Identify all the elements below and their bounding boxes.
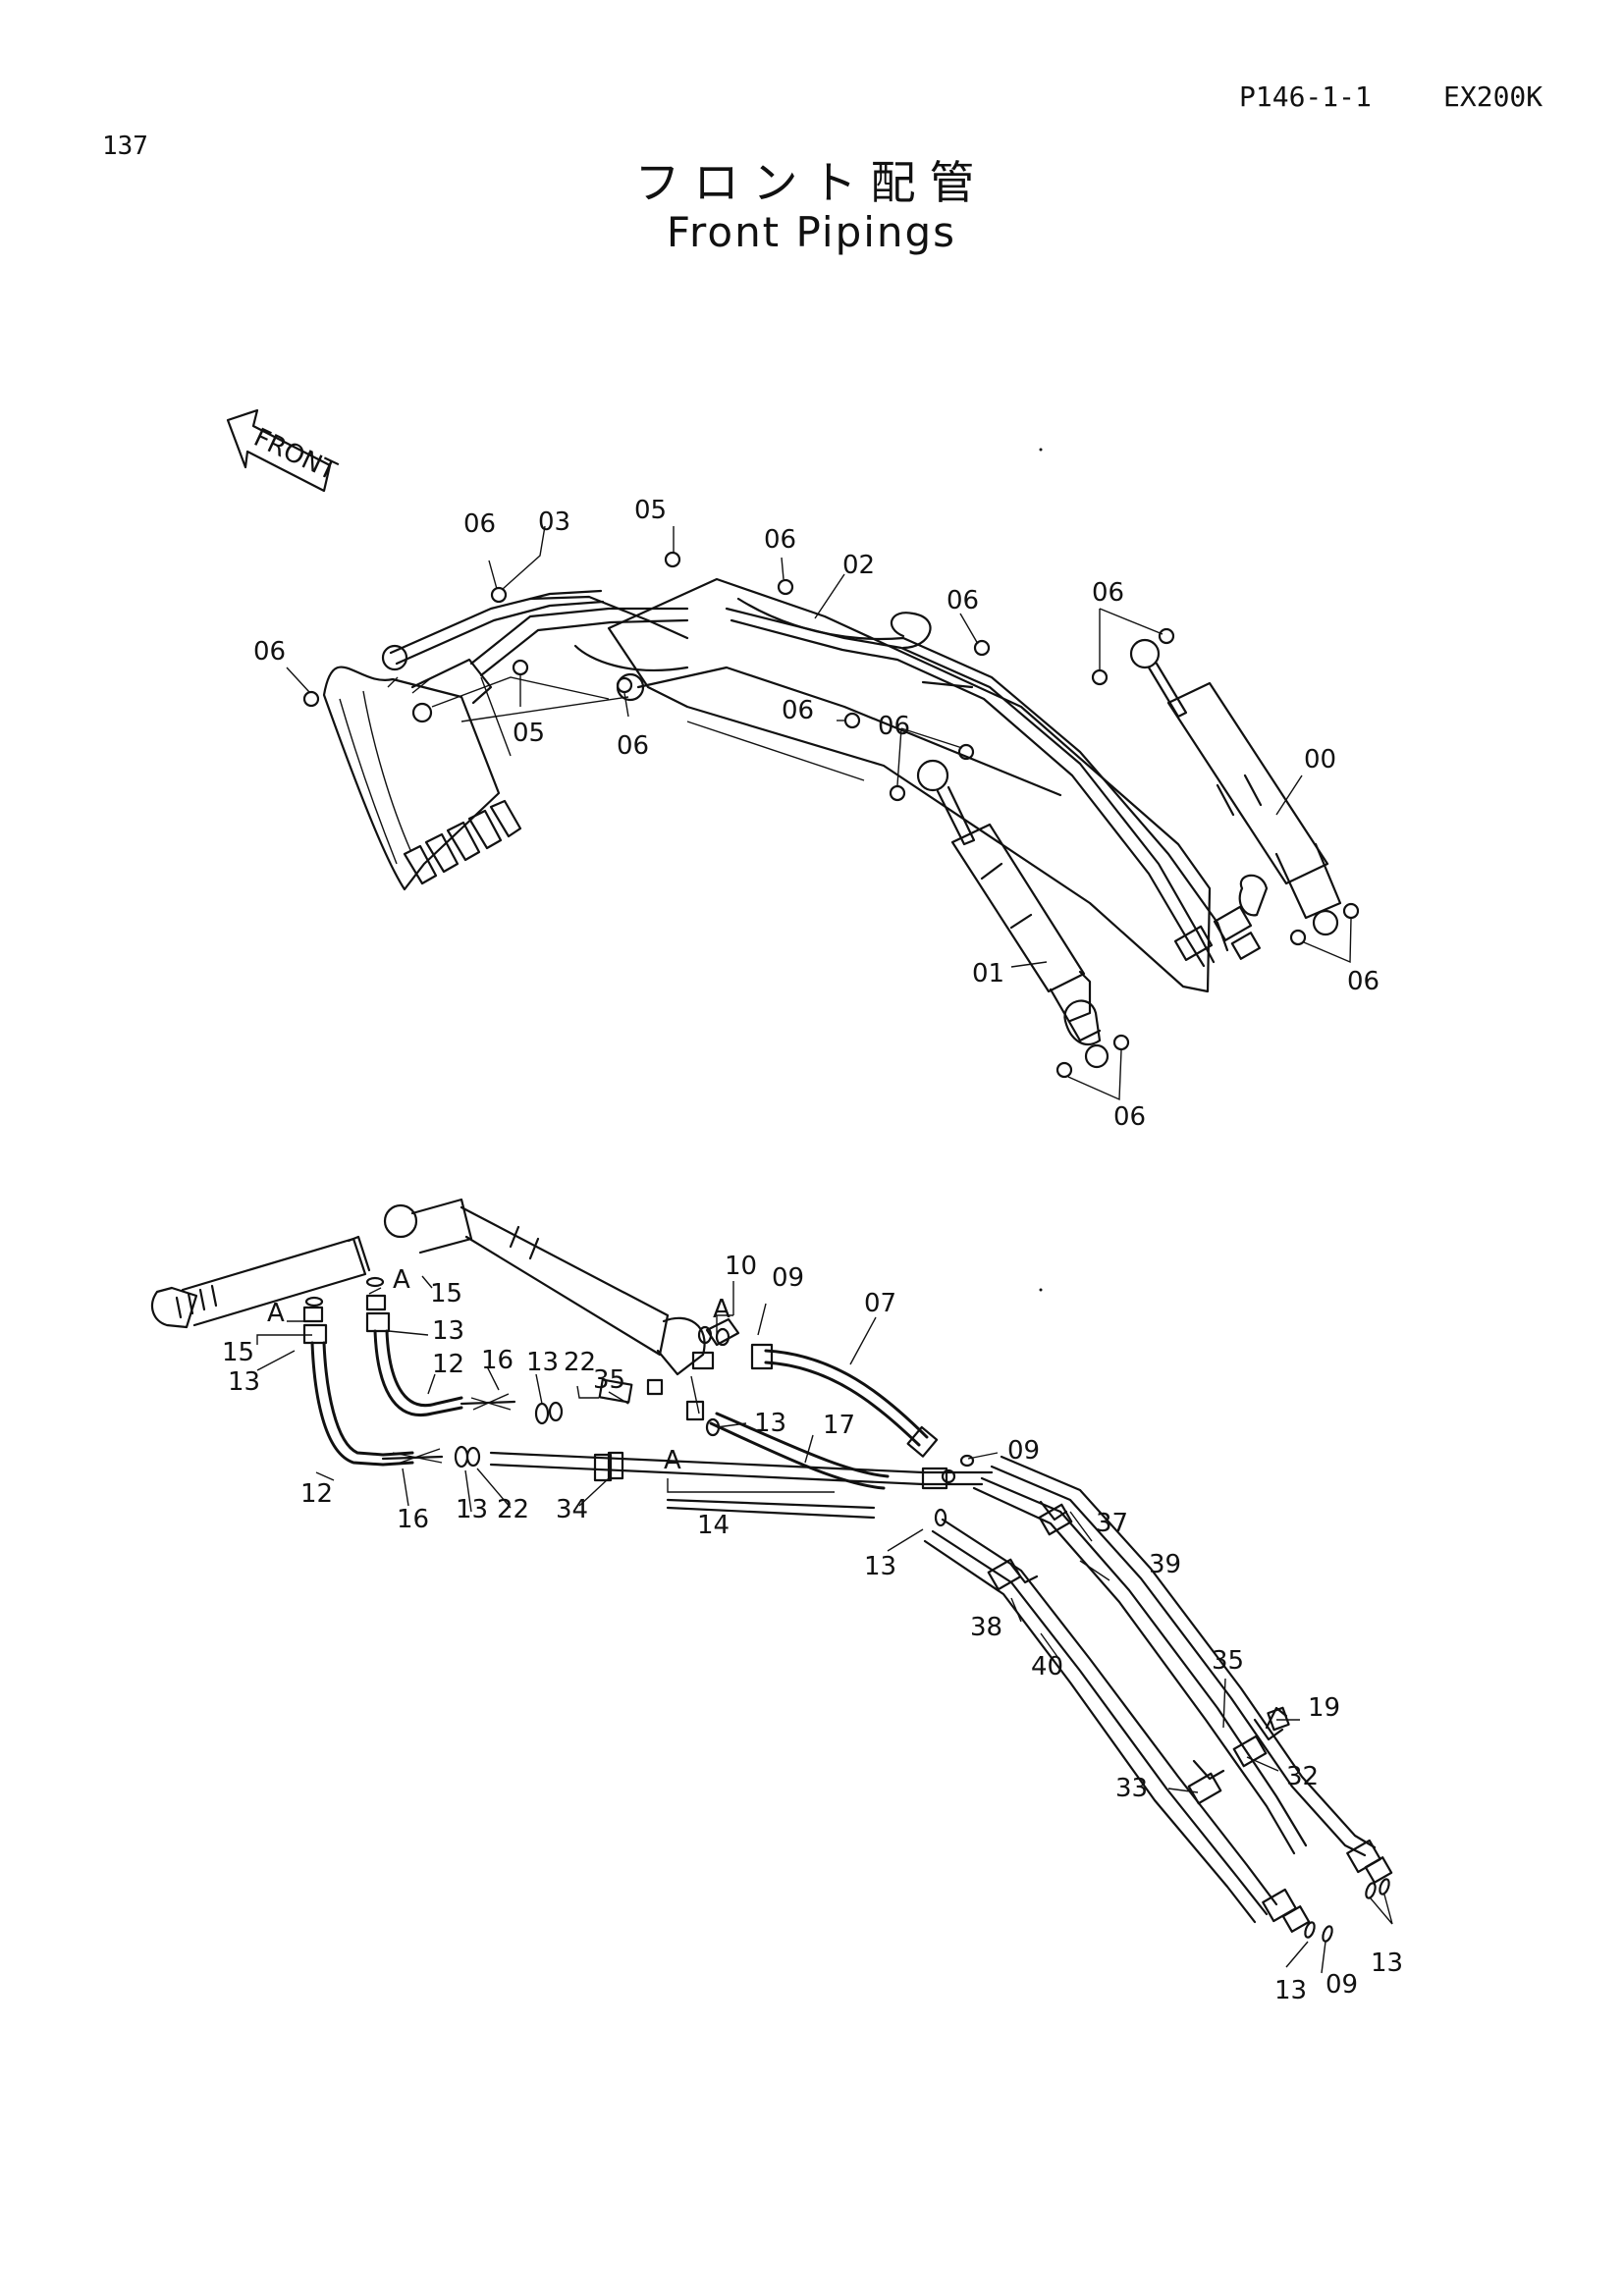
arm-cylinder-drawing (1129, 638, 1342, 936)
label-06: 06 (1113, 1102, 1146, 1132)
label-06: 06 (253, 637, 286, 667)
label-34: 34 (556, 1495, 588, 1524)
label-09: 09 (1007, 1436, 1040, 1466)
label-15: 15 (430, 1279, 462, 1308)
label-a: A (664, 1446, 681, 1475)
label-13: 13 (864, 1552, 896, 1581)
label-06: 06 (1347, 967, 1380, 996)
label-13: 13 (754, 1409, 786, 1438)
label-13: 13 (1274, 1976, 1307, 2005)
lower-leaders (256, 1275, 1393, 1974)
label-09: 09 (1325, 1970, 1358, 2000)
label-16: 16 (397, 1505, 429, 1534)
label-05: 05 (513, 719, 545, 748)
arm-tip-cylinder-drawing (383, 1198, 740, 1376)
boom-cylinder-drawing (916, 759, 1109, 1069)
label-22: 22 (497, 1495, 529, 1524)
label-35: 35 (593, 1365, 625, 1395)
label-06: 06 (764, 525, 796, 555)
label-a: A (393, 1265, 410, 1295)
label-39: 39 (1149, 1550, 1181, 1579)
label-38: 38 (970, 1613, 1002, 1642)
label-06: 06 (1092, 578, 1124, 608)
lower-assembly: 10 09 A 07 A 15 A 13 15 13 16 13 22 12 3… (150, 1198, 1403, 2005)
model-number: EX200K (1443, 80, 1543, 113)
label-a: A (267, 1299, 285, 1328)
label-a: A (713, 1295, 730, 1324)
label-17: 17 (823, 1411, 855, 1440)
label-32: 32 (1286, 1762, 1319, 1791)
label-13: 13 (432, 1316, 464, 1346)
label-19: 19 (1308, 1693, 1340, 1723)
title-english: Front Pipings (666, 208, 957, 256)
bucket-cylinder-drawing (150, 1235, 371, 1329)
front-arrow-icon: FRONT (226, 408, 341, 493)
label-13: 13 (456, 1495, 488, 1524)
bucket-drawing (322, 666, 522, 891)
label-07: 07 (864, 1289, 896, 1318)
label-15: 15 (222, 1338, 254, 1367)
page-code: P146-1-1 (1239, 80, 1372, 113)
label-16: 16 (481, 1346, 514, 1375)
nut-markers (302, 551, 1360, 1079)
upper-assembly: 06 06 03 05 06 02 06 06 05 06 06 06 00 0… (253, 496, 1380, 1132)
label-06: 06 (782, 696, 814, 725)
label-01: 01 (972, 959, 1004, 988)
label-05: 05 (634, 496, 667, 525)
label-22: 22 (564, 1348, 596, 1377)
label-09: 09 (772, 1263, 804, 1293)
label-35: 35 (1212, 1646, 1244, 1676)
upper-leaders (286, 525, 1352, 1101)
label-00: 00 (1304, 745, 1336, 774)
label-37: 37 (1096, 1509, 1128, 1538)
label-10: 10 (725, 1252, 757, 1281)
label-02: 02 (842, 551, 875, 580)
page-number: 137 (102, 132, 148, 161)
label-13: 13 (1371, 1949, 1403, 1978)
label-13: 13 (228, 1367, 260, 1397)
label-14: 14 (697, 1511, 730, 1540)
title-japanese: フロント配管 (634, 156, 989, 209)
label-06: 06 (947, 586, 979, 615)
label-12: 12 (432, 1350, 464, 1379)
label-03: 03 (538, 507, 570, 537)
label-13: 13 (526, 1348, 559, 1377)
label-40: 40 (1031, 1652, 1063, 1682)
label-12: 12 (300, 1479, 333, 1509)
label-06: 06 (878, 712, 910, 741)
label-06: 06 (463, 509, 496, 539)
label-33: 33 (1115, 1774, 1148, 1803)
label-06: 06 (617, 731, 649, 761)
